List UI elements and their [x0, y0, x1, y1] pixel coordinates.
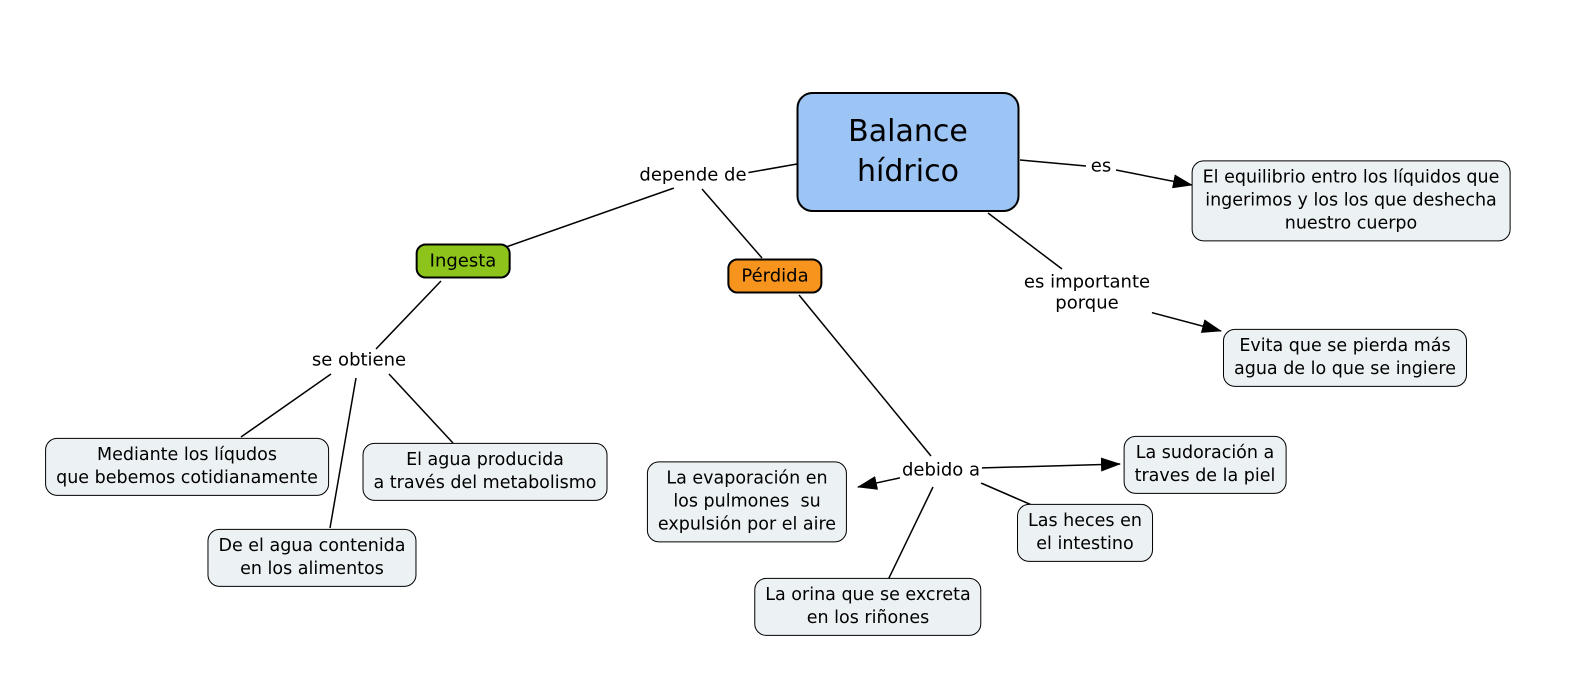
- link-label-depende-de[interactable]: depende de: [637, 164, 749, 188]
- link-label-es-importante-porque[interactable]: es importante porque: [1021, 271, 1153, 315]
- node-equilibrio[interactable]: El equilibrio entro los líquidos que ing…: [1191, 160, 1511, 242]
- link-label-se-obtiene[interactable]: se obtiene: [309, 349, 409, 373]
- node-balance-hidrico[interactable]: Balance hídrico: [796, 92, 1020, 212]
- edge-ingesta-se-obtiene: [375, 280, 442, 350]
- node-ingesta[interactable]: Ingesta: [415, 243, 511, 279]
- edge-balance-depende-de: [745, 163, 798, 174]
- link-label-debido-a[interactable]: debido a: [899, 459, 983, 483]
- edge-balance-es-importante: [987, 212, 1063, 270]
- edge-es-equilibrio: [1115, 169, 1193, 189]
- edge-perdida-debido-a: [798, 294, 932, 457]
- edge-se-obtiene-mediante: [240, 373, 332, 438]
- node-mediante-liquidos[interactable]: Mediante los líqudos que bebemos cotidia…: [45, 437, 329, 497]
- node-evaporacion-pulmones[interactable]: La evaporación en los pulmones su expuls…: [646, 461, 848, 543]
- node-evita-perdida-agua[interactable]: Evita que se pierda más agua de lo que s…: [1222, 328, 1468, 388]
- edge-se-obtiene-agua-alimentos: [329, 377, 357, 529]
- edge-depende-de-perdida: [701, 188, 763, 259]
- link-label-es[interactable]: es: [1088, 155, 1114, 179]
- edge-debido-a-sudoracion: [978, 457, 1121, 472]
- edge-debido-a-orina: [887, 486, 934, 581]
- edge-debido-a-evaporacion: [857, 476, 905, 490]
- edge-depende-de-ingesta: [505, 187, 675, 248]
- edge-se-obtiene-agua-metabolismo: [388, 373, 454, 444]
- node-orina-rinones[interactable]: La orina que se excreta en los riñones: [754, 577, 982, 637]
- node-perdida[interactable]: Pérdida: [727, 258, 823, 294]
- node-agua-metabolismo[interactable]: El agua producida a través del metabolis…: [362, 442, 608, 502]
- node-sudoracion-piel[interactable]: La sudoración a traves de la piel: [1123, 435, 1287, 495]
- node-agua-alimentos[interactable]: De el agua contenida en los alimentos: [207, 528, 417, 588]
- node-heces-intestino[interactable]: Las heces en el intestino: [1017, 503, 1153, 563]
- edge-balance-es: [1019, 159, 1087, 167]
- edge-es-importante-evita: [1141, 309, 1222, 333]
- edge-debido-a-heces: [980, 482, 1035, 507]
